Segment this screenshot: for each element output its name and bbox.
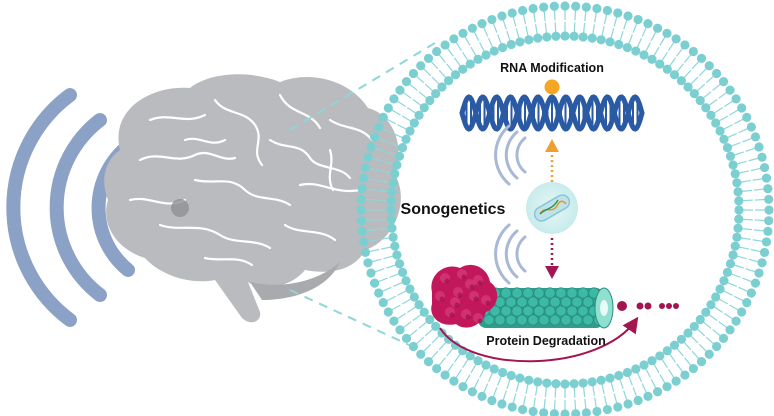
dna-helix-icon: [459, 94, 645, 132]
bacterium-icon: [526, 182, 578, 234]
rna-modification-dot: [544, 79, 560, 95]
protein-icon: [431, 264, 498, 328]
protein-degradation-label: Protein Degradation: [486, 334, 605, 348]
zoom-connector-lines: [289, 39, 441, 351]
sound-waves-small-bottom: [494, 223, 527, 285]
target-point: [171, 199, 189, 217]
down-arrow: [545, 238, 559, 279]
brain-icon: [104, 74, 401, 323]
degradation-arrow: [439, 316, 639, 363]
sonogenetics-label: Sonogenetics: [401, 201, 506, 218]
rna-modification-label: RNA Modification: [500, 61, 604, 75]
sound-waves-small-top: [494, 124, 527, 186]
proteasome-icon: [478, 287, 614, 329]
peptide-fragments: [617, 301, 679, 311]
up-arrow: [545, 139, 559, 182]
